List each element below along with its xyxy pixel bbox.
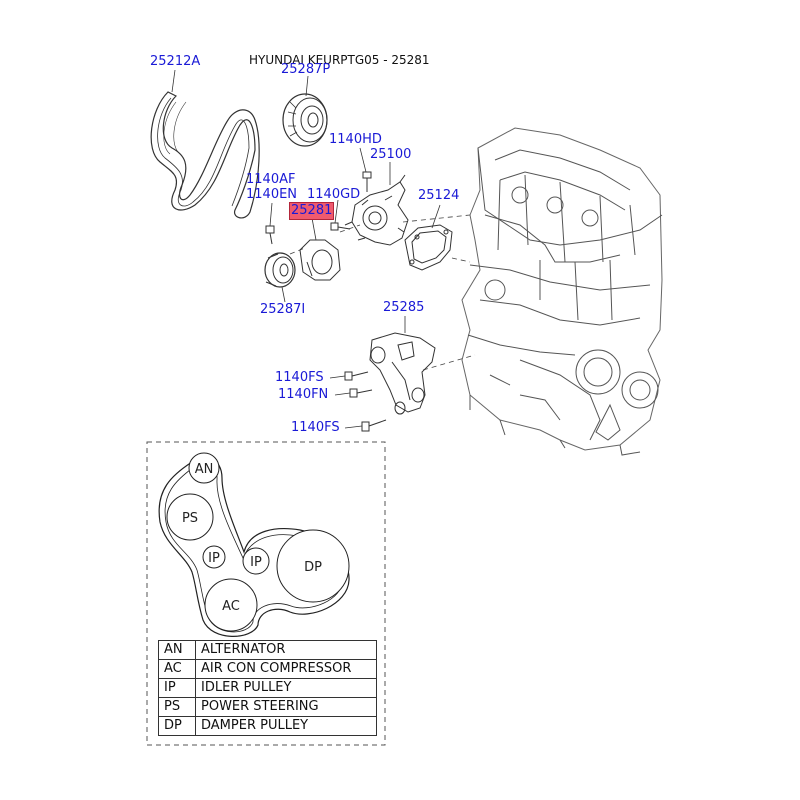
pulley-ip2-circle xyxy=(242,547,270,575)
callout-25212a[interactable]: 25212A xyxy=(150,54,201,69)
pulley-ip2-label: IP xyxy=(250,555,262,570)
belt-pulleys xyxy=(166,452,350,632)
legend-row: DP DAMPER PULLEY xyxy=(158,716,377,736)
legend-row: AC AIR CON COMPRESSOR xyxy=(158,659,377,679)
gasket xyxy=(404,224,453,271)
tensioner-25281 xyxy=(299,239,341,281)
bolt-1140fn xyxy=(349,388,373,398)
water-pump xyxy=(344,174,409,246)
bolt-1140fs-lower xyxy=(361,419,387,432)
legend-row: AN ALTERNATOR xyxy=(158,640,377,660)
legend-code: DP xyxy=(158,716,196,736)
belt-routing-path xyxy=(158,456,350,637)
pulley-ip1-circle xyxy=(202,545,226,569)
pulley-legend-table: AN ALTERNATOR AC AIR CON COMPRESSOR IP I… xyxy=(158,640,377,736)
engine-block xyxy=(461,127,663,456)
callout-25285[interactable]: 25285 xyxy=(383,300,425,315)
pulley-ip1-label: IP xyxy=(208,551,220,566)
bolt-1140af xyxy=(265,225,275,245)
pulley-dp-label: DP xyxy=(304,560,322,575)
belt-pulley-labels: AN PS IP IP DP AC xyxy=(182,462,322,614)
pulley-an-circle xyxy=(188,452,220,484)
idler-pulley-lower xyxy=(264,252,296,288)
callout-1140af[interactable]: 1140AF xyxy=(246,172,296,187)
pulley-ac-label: AC xyxy=(222,599,240,614)
legend-code: PS xyxy=(158,697,196,717)
bolt-1140fs-upper xyxy=(344,371,369,381)
legend-desc: IDLER PULLEY xyxy=(195,678,377,698)
pulley-ps-circle xyxy=(166,493,214,541)
callout-25124[interactable]: 25124 xyxy=(418,188,460,203)
legend-code: AN xyxy=(158,640,196,660)
pulley-an-label: AN xyxy=(195,462,214,477)
callout-1140fs-lower[interactable]: 1140FS xyxy=(291,420,340,435)
pulley-ps-label: PS xyxy=(182,511,198,526)
callout-1140en[interactable]: 1140EN xyxy=(246,187,298,202)
legend-row: PS POWER STEERING xyxy=(158,697,377,717)
legend-desc: POWER STEERING xyxy=(195,697,377,717)
legend-code: AC xyxy=(158,659,196,679)
drive-belt-part xyxy=(150,91,260,219)
callout-1140fn[interactable]: 1140FN xyxy=(278,387,329,402)
callout-1140fs-upper[interactable]: 1140FS xyxy=(275,370,324,385)
legend-desc: DAMPER PULLEY xyxy=(195,716,377,736)
legend-code: IP xyxy=(158,678,196,698)
pulley-dp-circle xyxy=(276,529,350,603)
callout-leaders xyxy=(171,69,441,429)
callout-25287i[interactable]: 25287I xyxy=(260,302,306,317)
callout-25281-highlighted[interactable]: 25281 xyxy=(289,202,335,220)
legend-desc: ALTERNATOR xyxy=(195,640,377,660)
bracket-25285 xyxy=(369,332,436,415)
belt-diagram-frame xyxy=(146,441,386,746)
callout-1140gd[interactable]: 1140GD xyxy=(307,187,361,202)
legend-row: IP IDLER PULLEY xyxy=(158,678,377,698)
callout-25100[interactable]: 25100 xyxy=(370,147,412,162)
idler-pulley-upper xyxy=(282,93,328,147)
diagram-title: HYUNDAI KEURPTG05 - 25281 xyxy=(249,53,430,67)
bolt-1140gd xyxy=(330,222,351,231)
callout-25287p[interactable]: 25287P xyxy=(281,62,331,77)
callout-1140hd[interactable]: 1140HD xyxy=(329,132,382,147)
pulley-ac-circle xyxy=(204,578,258,632)
bolt-1140hd xyxy=(362,171,372,192)
leader-lines xyxy=(289,214,476,371)
legend-desc: AIR CON COMPRESSOR xyxy=(195,659,377,679)
